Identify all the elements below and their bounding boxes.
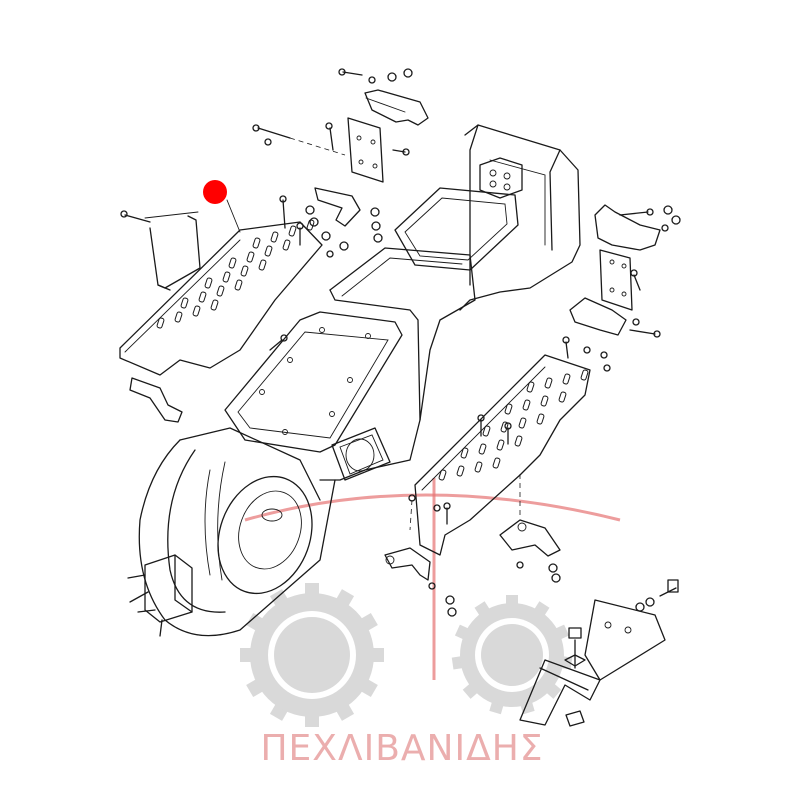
watermark-arc [244, 493, 621, 522]
plate-slot [264, 245, 273, 257]
plate-slot [252, 237, 261, 249]
right-floor-plate [408, 336, 611, 556]
gear-icon-right [451, 595, 573, 715]
plate-slot [482, 425, 491, 437]
plate-slot [270, 231, 279, 243]
plate-slot [228, 257, 237, 269]
bracket-bolts [120, 195, 304, 351]
plate-slot [526, 381, 535, 393]
plate-slot [438, 469, 447, 481]
plate-slot [246, 251, 255, 263]
plate-slot [240, 265, 249, 277]
plate-slot [282, 239, 291, 251]
plate-slot [460, 447, 469, 459]
top-bracket-assembly [252, 68, 429, 258]
washer-stack [305, 205, 383, 258]
left-floor-plate [119, 195, 323, 423]
transmission-housing [127, 124, 581, 637]
gear-icon-left [240, 583, 384, 727]
step-bracket [519, 579, 679, 727]
plate-slot [500, 421, 509, 433]
plate-slot [222, 271, 231, 283]
lever-brackets [384, 519, 561, 617]
plate-slot [518, 417, 527, 429]
stud-bolts [127, 574, 163, 637]
plate-slot [216, 285, 225, 297]
watermark-text: ΠΕΧΛΙΒΑΝΙΔΗΣ [260, 728, 543, 769]
right-bracket-assembly [569, 204, 681, 338]
plate-slot [174, 311, 183, 323]
plate-slot [558, 391, 567, 403]
plate-slot [536, 413, 545, 425]
plate-slot [540, 395, 549, 407]
top-plate-holes [489, 169, 511, 191]
plate-slot [288, 225, 297, 237]
plate-slot [204, 277, 213, 289]
flange-bolt-holes [259, 327, 371, 435]
plate-slot [192, 305, 201, 317]
plate-slot [496, 439, 505, 451]
plate-slot [562, 373, 571, 385]
plate-slot [210, 299, 219, 311]
plate-slot [580, 369, 589, 381]
plate-slot [474, 461, 483, 473]
plate-slot [156, 317, 165, 329]
plate-slot [492, 457, 501, 469]
plate-slot [456, 465, 465, 477]
plate-slots-right [438, 369, 589, 481]
plate-bolts-right [408, 336, 611, 525]
plate-slot [504, 403, 513, 415]
plate-slot [180, 297, 189, 309]
plate-slot [478, 443, 487, 455]
plate-slot [234, 279, 243, 291]
plate-slot [198, 291, 207, 303]
plate-slot [514, 435, 523, 447]
plate-slot [544, 377, 553, 389]
plate-slot [258, 259, 267, 271]
callout-marker [203, 180, 241, 233]
plate-slot [522, 399, 531, 411]
plate-slots-left [156, 219, 315, 329]
watermark-logo: ΠΕΧΛΙΒΑΝΙΔΗΣ [240, 478, 621, 769]
